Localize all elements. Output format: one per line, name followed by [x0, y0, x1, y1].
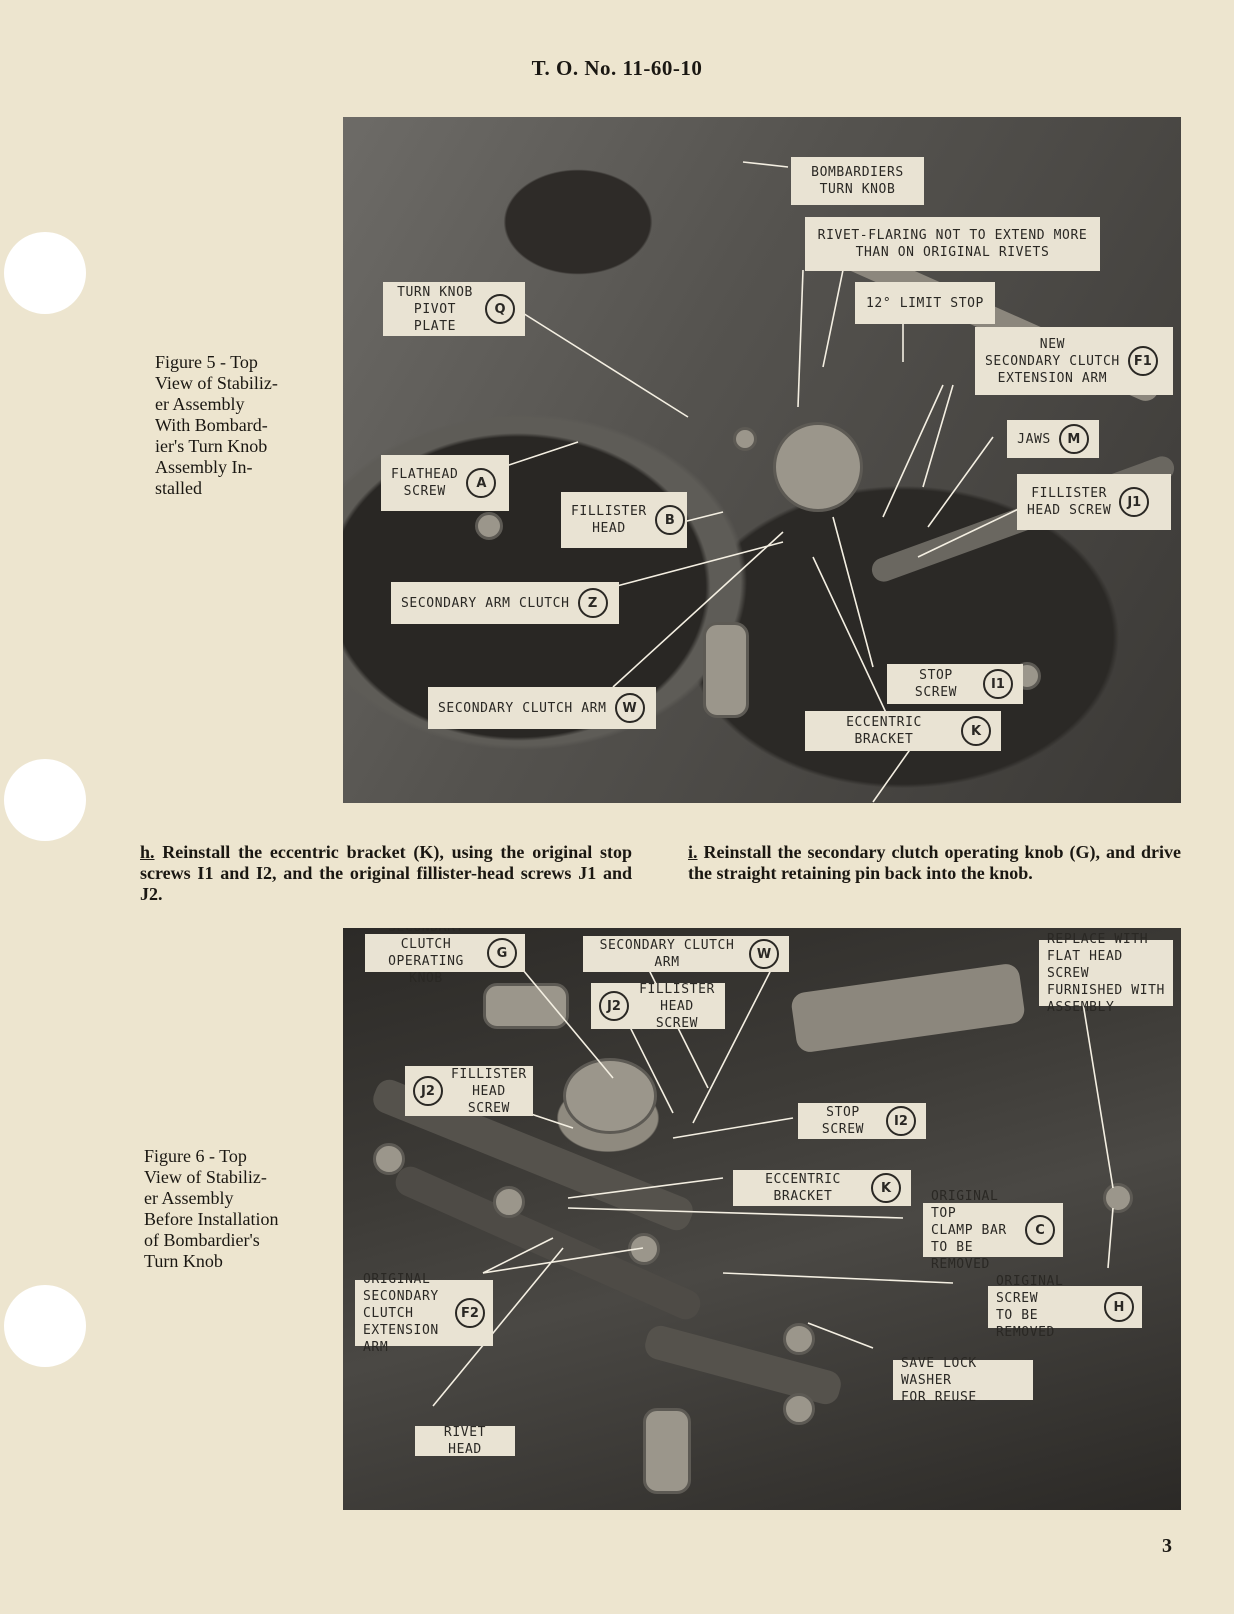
label-fillister-head-screw-left: J2 FILLISTER HEAD SCREW [405, 1066, 533, 1116]
step-h-paragraph: h. Reinstall the eccentric bracket (K), … [140, 842, 632, 905]
bolt-head [493, 1186, 525, 1218]
label-eccentric-bracket: ECCENTRIC BRACKET K [733, 1170, 911, 1206]
punch-hole-middle [4, 759, 86, 841]
label-secondary-clutch-arm: SECONDARY CLUTCH ARM W [428, 687, 656, 729]
label-fillister-head-screw-j1: FILLISTER HEAD SCREW J1 [1017, 474, 1171, 530]
badge-c: C [1025, 1215, 1055, 1245]
punch-hole-top [4, 232, 86, 314]
bolt-head [628, 1233, 660, 1265]
badge-f2: F2 [455, 1298, 485, 1328]
bolt-head [783, 1393, 815, 1425]
spring-coil [703, 622, 749, 718]
bolt-head [1103, 1183, 1133, 1213]
label-fillister-head-screw-top: J2 FILLISTER HEAD SCREW [591, 982, 725, 1031]
badge-m: M [1058, 424, 1089, 454]
label-save-lock-washer: SAVE LOCK WASHER FOR REUSE [893, 1356, 1033, 1405]
page-number: 3 [1162, 1535, 1172, 1557]
badge-f1: F1 [1127, 346, 1158, 376]
badge-i2: I2 [886, 1106, 916, 1136]
label-jaws: JAWS M [1007, 420, 1099, 458]
badge-w: W [614, 693, 645, 723]
label-original-screw-to-be-removed: ORIGINAL SCREW TO BE REMOVED H [988, 1274, 1142, 1340]
step-i-paragraph: i. Reinstall the secondary clutch operat… [688, 842, 1181, 884]
badge-w-fig6: W [749, 939, 779, 969]
spring-coil [483, 983, 569, 1029]
badge-j2-left: J2 [413, 1076, 443, 1106]
bolt-head [783, 1323, 815, 1355]
punch-hole-bottom [4, 1285, 86, 1367]
badge-z: Z [577, 588, 608, 618]
label-secondary-clutch-arm: SECONDARY CLUTCH ARM W [583, 936, 789, 972]
knurled-knob [773, 422, 863, 512]
figure5-photo: BOMBARDIERS TURN KNOB RIVET-FLARING NOT … [343, 117, 1181, 803]
figure6-caption: Figure 6 - Top View of Stabiliz- er Asse… [144, 1146, 279, 1271]
badge-g: G [487, 938, 517, 968]
badge-h: H [1104, 1292, 1134, 1322]
badge-k: K [961, 716, 991, 746]
label-original-secondary-clutch-extension-arm: ORIGINAL SECONDARY CLUTCH EXTENSION ARM … [355, 1272, 493, 1355]
badge-i1: I1 [983, 669, 1013, 699]
secondary-arm-plate [789, 962, 1027, 1054]
label-replace-with-flat-head-screw: REPLACE WITH FLAT HEAD SCREW FURNISHED W… [1039, 932, 1173, 1015]
label-new-secondary-clutch-extension-arm: NEW SECONDARY CLUTCH EXTENSION ARM F1 [975, 327, 1173, 395]
document-number: T. O. No. 11-60-10 [531, 56, 703, 80]
label-turn-knob-pivot-plate: TURN KNOB PIVOT PLATE Q [383, 282, 525, 336]
label-bombardiers-turn-knob: BOMBARDIERS TURN KNOB [791, 157, 924, 205]
figure6-photo: SECONDARY CLUTCH OPERATING KNOB G SECOND… [343, 928, 1181, 1510]
label-rivet-flaring: RIVET-FLARING NOT TO EXTEND MORE THAN ON… [805, 217, 1100, 271]
badge-b: B [654, 505, 685, 535]
label-rivet-head: RIVET HEAD [415, 1425, 515, 1457]
label-stop-screw-i1: STOP SCREW I1 [887, 664, 1023, 704]
label-secondary-arm-clutch: SECONDARY ARM CLUTCH Z [391, 582, 619, 624]
bolt-head [475, 512, 503, 540]
bolt-head [733, 427, 757, 451]
step-h-marker: h. [140, 842, 155, 862]
label-eccentric-bracket: ECCENTRIC BRACKET K [805, 711, 1001, 751]
figure5-caption: Figure 5 - Top View of Stabiliz- er Asse… [155, 352, 278, 498]
label-fillister-head: FILLISTER HEAD B [561, 492, 687, 548]
badge-k-fig6: K [871, 1173, 901, 1203]
knurled-knob [563, 1058, 657, 1134]
label-secondary-clutch-operating-knob: SECONDARY CLUTCH OPERATING KNOB G [365, 928, 525, 986]
label-12-limit-stop: 12° LIMIT STOP [855, 282, 995, 324]
label-flathead-screw: FLATHEAD SCREW A [381, 455, 509, 511]
badge-a: A [466, 468, 497, 498]
badge-j1: J1 [1119, 487, 1150, 517]
spring-coil [643, 1408, 691, 1494]
bolt-head [373, 1143, 405, 1175]
step-i-text: Reinstall the secondary clutch operating… [688, 842, 1181, 883]
badge-q: Q [485, 294, 515, 324]
label-stop-screw-i2: STOP SCREW I2 [798, 1103, 926, 1139]
badge-j2-top: J2 [599, 991, 629, 1021]
step-h-text: Reinstall the eccentric bracket (K), usi… [140, 842, 632, 904]
label-original-top-clamp-bar: ORIGINAL TOP CLAMP BAR TO BE REMOVED C [923, 1189, 1063, 1272]
step-i-marker: i. [688, 842, 698, 862]
